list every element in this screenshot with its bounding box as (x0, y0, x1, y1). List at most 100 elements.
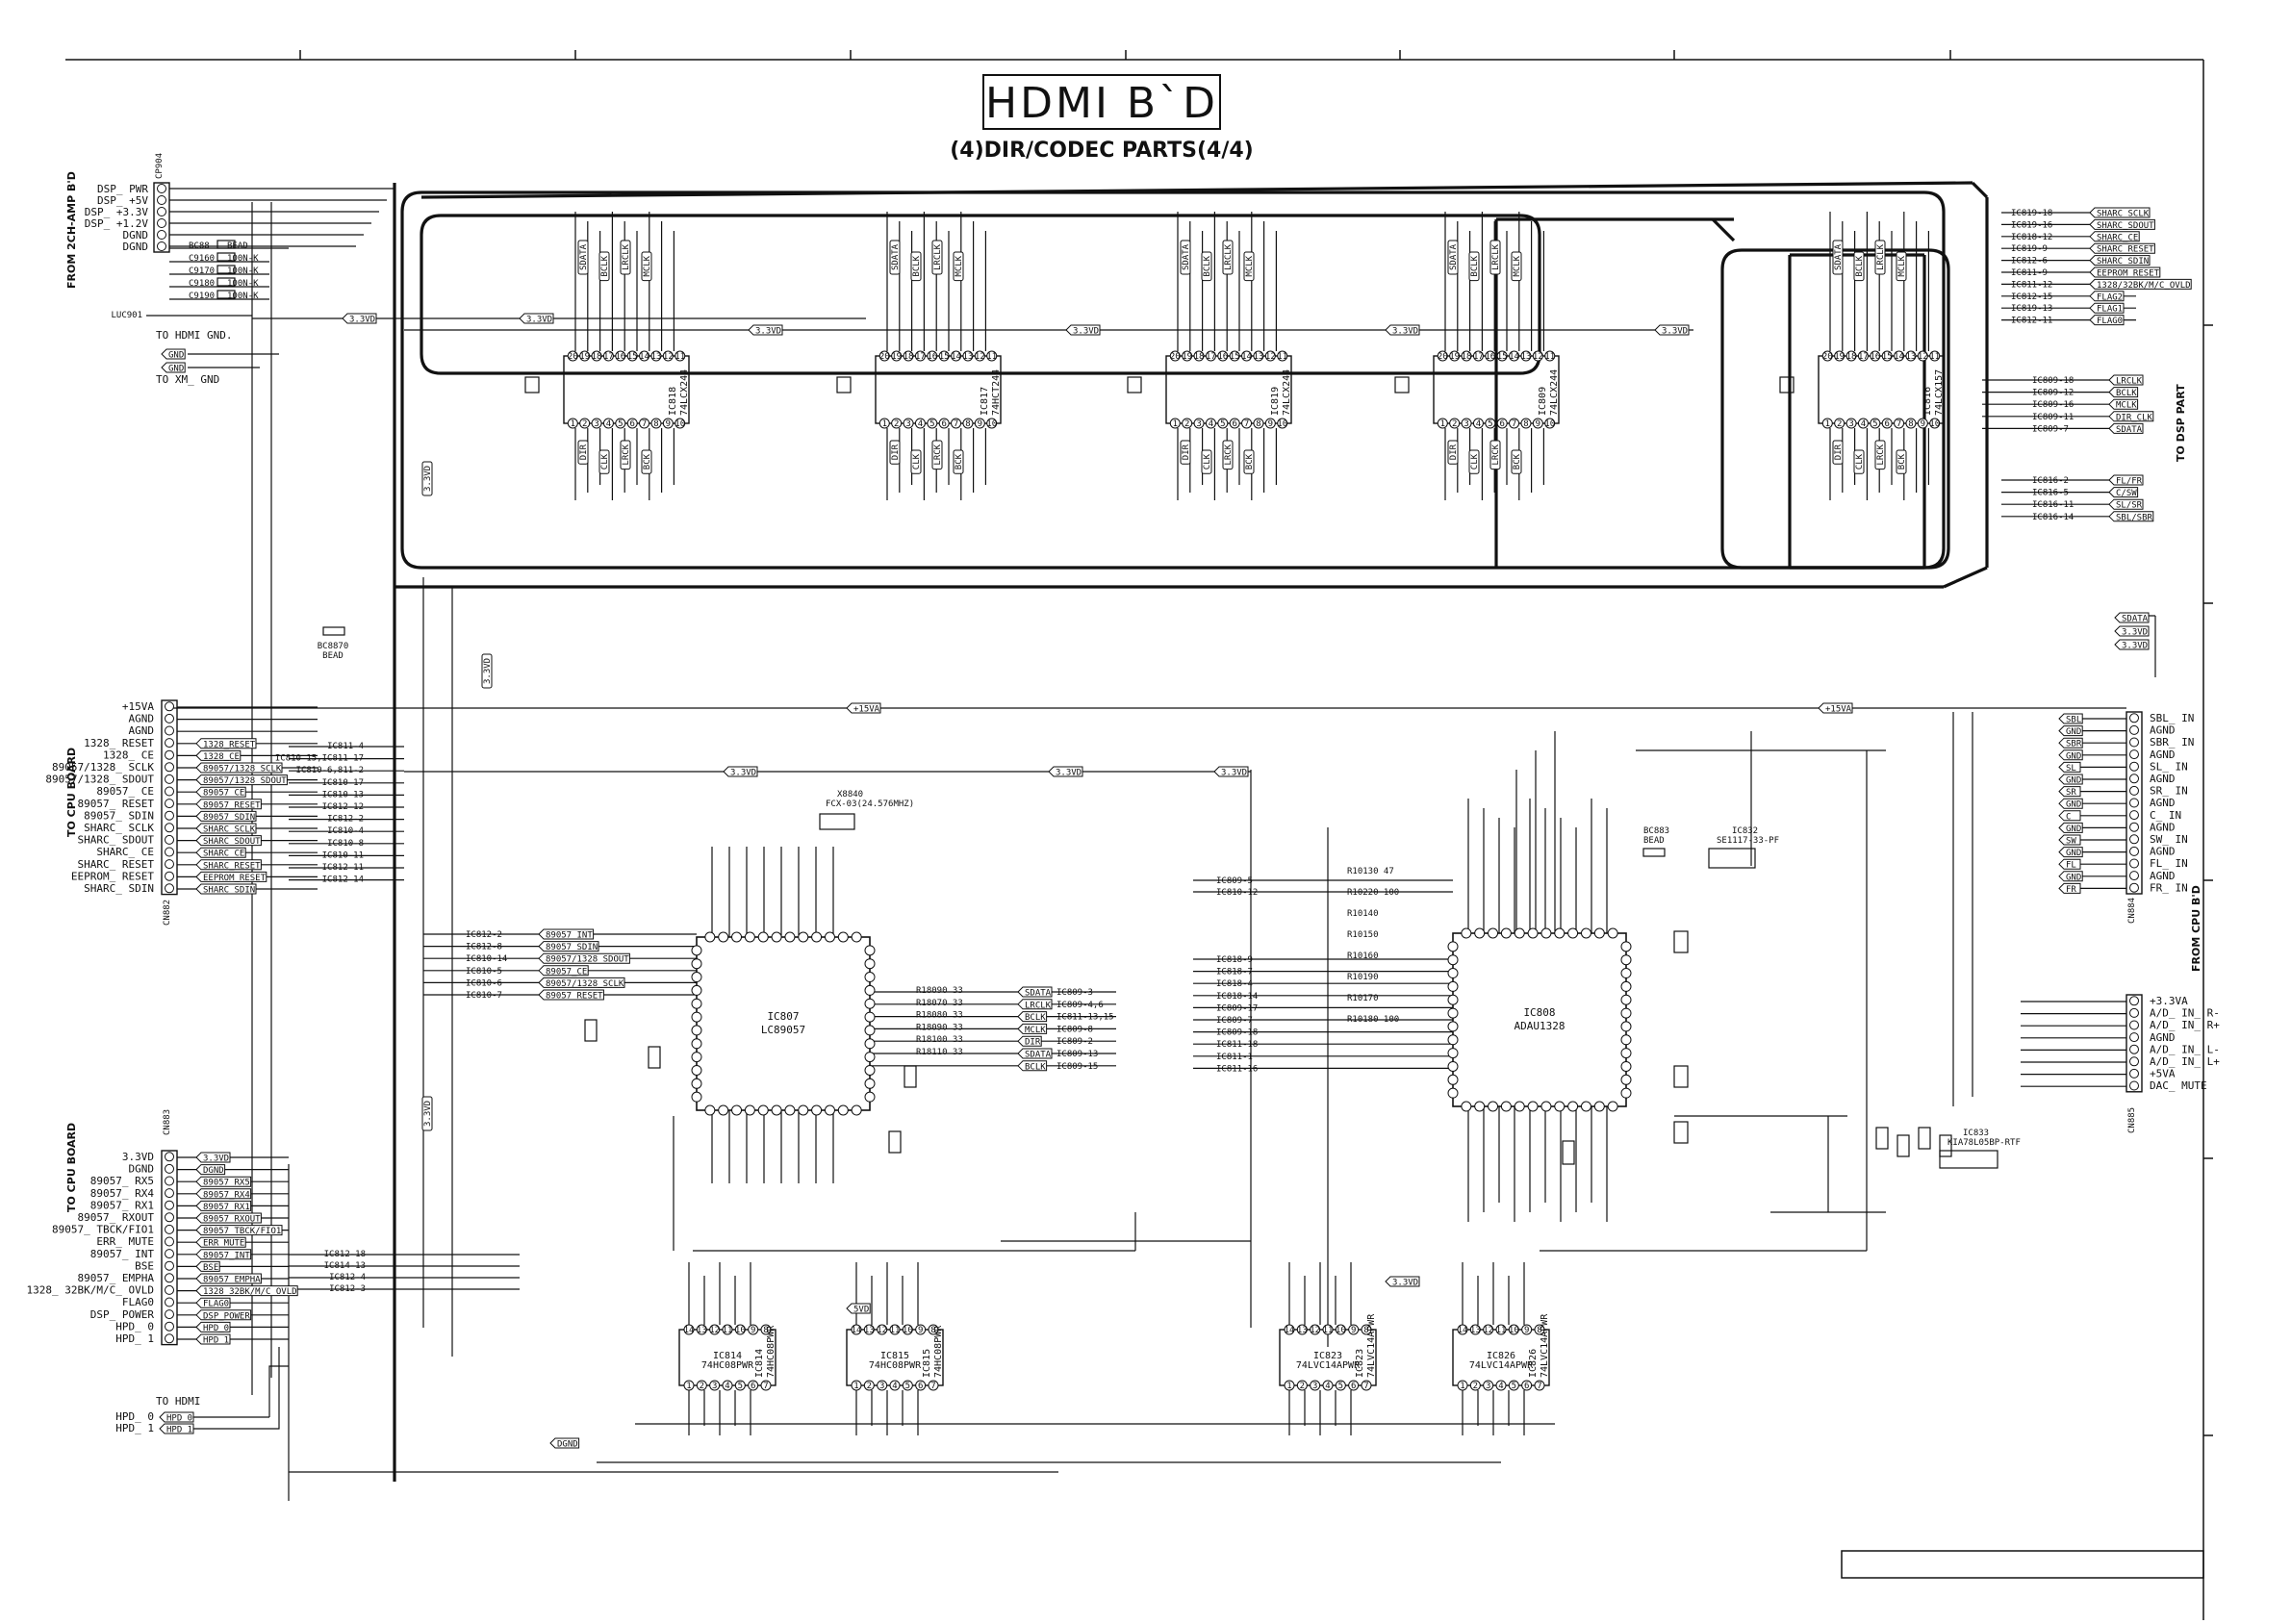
ic-pin (915, 1324, 927, 1335)
cpu3-tag-text: GND (2066, 727, 2081, 737)
pin-number: 7 (1537, 1382, 1541, 1391)
connector-pin (2129, 798, 2139, 808)
buffer-top-tag-text: LRCLK (1491, 243, 1501, 270)
pin-number: 9 (751, 1326, 755, 1335)
ic-pin (683, 1324, 695, 1335)
connector-pin (2129, 1007, 2139, 1018)
dsp-tag3 (2108, 487, 2139, 498)
ic-pin (1277, 350, 1288, 362)
ic-pin (675, 350, 686, 362)
cpu2-pin-label: 89057_ TBCK/FIO1 (52, 1224, 154, 1236)
cpu2-net-tag (195, 1273, 262, 1284)
dsp-tag-text: FLAG0 (2097, 317, 2123, 326)
codec-left-ref: IC810-12 (1216, 888, 1258, 898)
pin-number: 11 (1544, 352, 1555, 362)
ic-pin (1846, 418, 1857, 429)
pin-number: 20 (1438, 352, 1448, 362)
rail-33vd-4 (1065, 324, 1101, 336)
cpu3-tag-text: FR (2066, 885, 2076, 895)
dsp-tag-text: SHARC_CE (2097, 233, 2138, 242)
ic-pin (691, 1064, 702, 1076)
ic-pin (626, 418, 638, 429)
cpu1-pin-label: 1328_ CE (103, 749, 154, 761)
cap (1939, 1134, 1952, 1157)
cpu3-tag (2058, 798, 2083, 809)
cpu1-net-tag (195, 799, 262, 810)
ic-pin (863, 1324, 875, 1335)
ic-pin (889, 1324, 901, 1335)
ic-pin (1834, 350, 1846, 362)
cpu1-net-tag (195, 749, 242, 761)
ic-pin (615, 418, 626, 429)
cpu1-net-tag-text: 1328_CE (203, 752, 240, 762)
ic-pin (760, 1324, 772, 1335)
cpu1-pin-label: AGND (129, 713, 155, 725)
ic-pin (1508, 1380, 1519, 1391)
rail-15va-2 (1818, 702, 1853, 714)
ic-pin (1593, 927, 1605, 939)
pin-number: 12 (1310, 1326, 1320, 1335)
dsp-tag (2089, 291, 2125, 302)
connector-pin (165, 1163, 174, 1174)
connector-pin (165, 1321, 174, 1332)
cpu2-pin-label: HPD_ 1 (115, 1332, 154, 1345)
ic-pin (1488, 927, 1499, 939)
pin-number: 2 (1452, 419, 1457, 429)
buffer-ic-ic819 (1165, 355, 1292, 424)
ic-pin (1217, 350, 1229, 362)
pin-number: 5 (618, 419, 623, 429)
ic-pin (1461, 1101, 1472, 1112)
dsp-ref: IC819-9 (2011, 244, 2048, 254)
cpu2-pin-label: 89057_ RX4 (90, 1187, 155, 1200)
codec-resistor: R10150 (1347, 930, 1379, 940)
pin-number: 19 (1182, 352, 1192, 362)
dir-resistor: R18100 33 (916, 1035, 963, 1045)
ic-pin (771, 931, 782, 943)
buffer-ic-ic809 (1433, 355, 1560, 424)
ic-pin (1483, 1380, 1494, 1391)
connector-pin (165, 1333, 174, 1344)
pin-number: 5 (905, 1382, 910, 1391)
buffer-bottom-tag (1896, 449, 1907, 474)
board-title: HDMI B`D (985, 79, 1218, 128)
cpu2-pin-label: 89057_ EMPHA (78, 1272, 155, 1284)
logic-part: 74LVC14APWR (1296, 1360, 1361, 1371)
buffer-bottom-tag-text: CLK (600, 453, 610, 469)
ic-pin (1447, 980, 1459, 992)
dsp-ref2: IC809-11 (2032, 413, 2074, 422)
dir-right-tag-text: BCLK (1025, 1062, 1046, 1072)
pin-number: 1 (882, 419, 887, 429)
bus-outline-0 (420, 214, 1541, 375)
dsp-ref3: IC816-11 (2032, 500, 2074, 510)
ic-pin (591, 418, 602, 429)
pin-number: 9 (1268, 419, 1273, 429)
dir-left-ref: IC810-6 (466, 978, 502, 988)
5vd-tag (846, 1303, 871, 1314)
pin-number: 5 (1338, 1382, 1343, 1391)
cap (904, 1065, 917, 1088)
pin-number: 4 (892, 1382, 897, 1391)
ic-pin (1567, 927, 1579, 939)
dsp-tag2 (2108, 374, 2144, 386)
ic-pin (864, 1091, 876, 1103)
pin-number: 10 (986, 419, 997, 429)
connector-pin (165, 799, 174, 809)
amp-connector (153, 182, 170, 253)
buffer-bottom-tag (1180, 440, 1191, 465)
cpu2-net-tag (195, 1333, 231, 1345)
dsp-ref3: IC816-5 (2032, 489, 2069, 498)
amp-part (216, 252, 236, 262)
connector-pin (2129, 858, 2139, 869)
ic-pin (709, 1380, 721, 1391)
logic-ref: IC823 (1313, 1351, 1342, 1361)
pin-number: 14 (1894, 352, 1904, 362)
ic-pin (1620, 941, 1632, 952)
cpu3-tag-text: SBR (2066, 740, 2082, 749)
ic-pin (748, 1380, 759, 1391)
connector-pin (157, 184, 166, 193)
pin-number: 2 (582, 419, 587, 429)
ic-pin (1182, 418, 1193, 429)
pin-number: 11 (723, 1326, 733, 1335)
gnd-tag-2-text: GND (168, 365, 184, 374)
buffer-ic-ic818-ref: IC818 (668, 387, 678, 416)
